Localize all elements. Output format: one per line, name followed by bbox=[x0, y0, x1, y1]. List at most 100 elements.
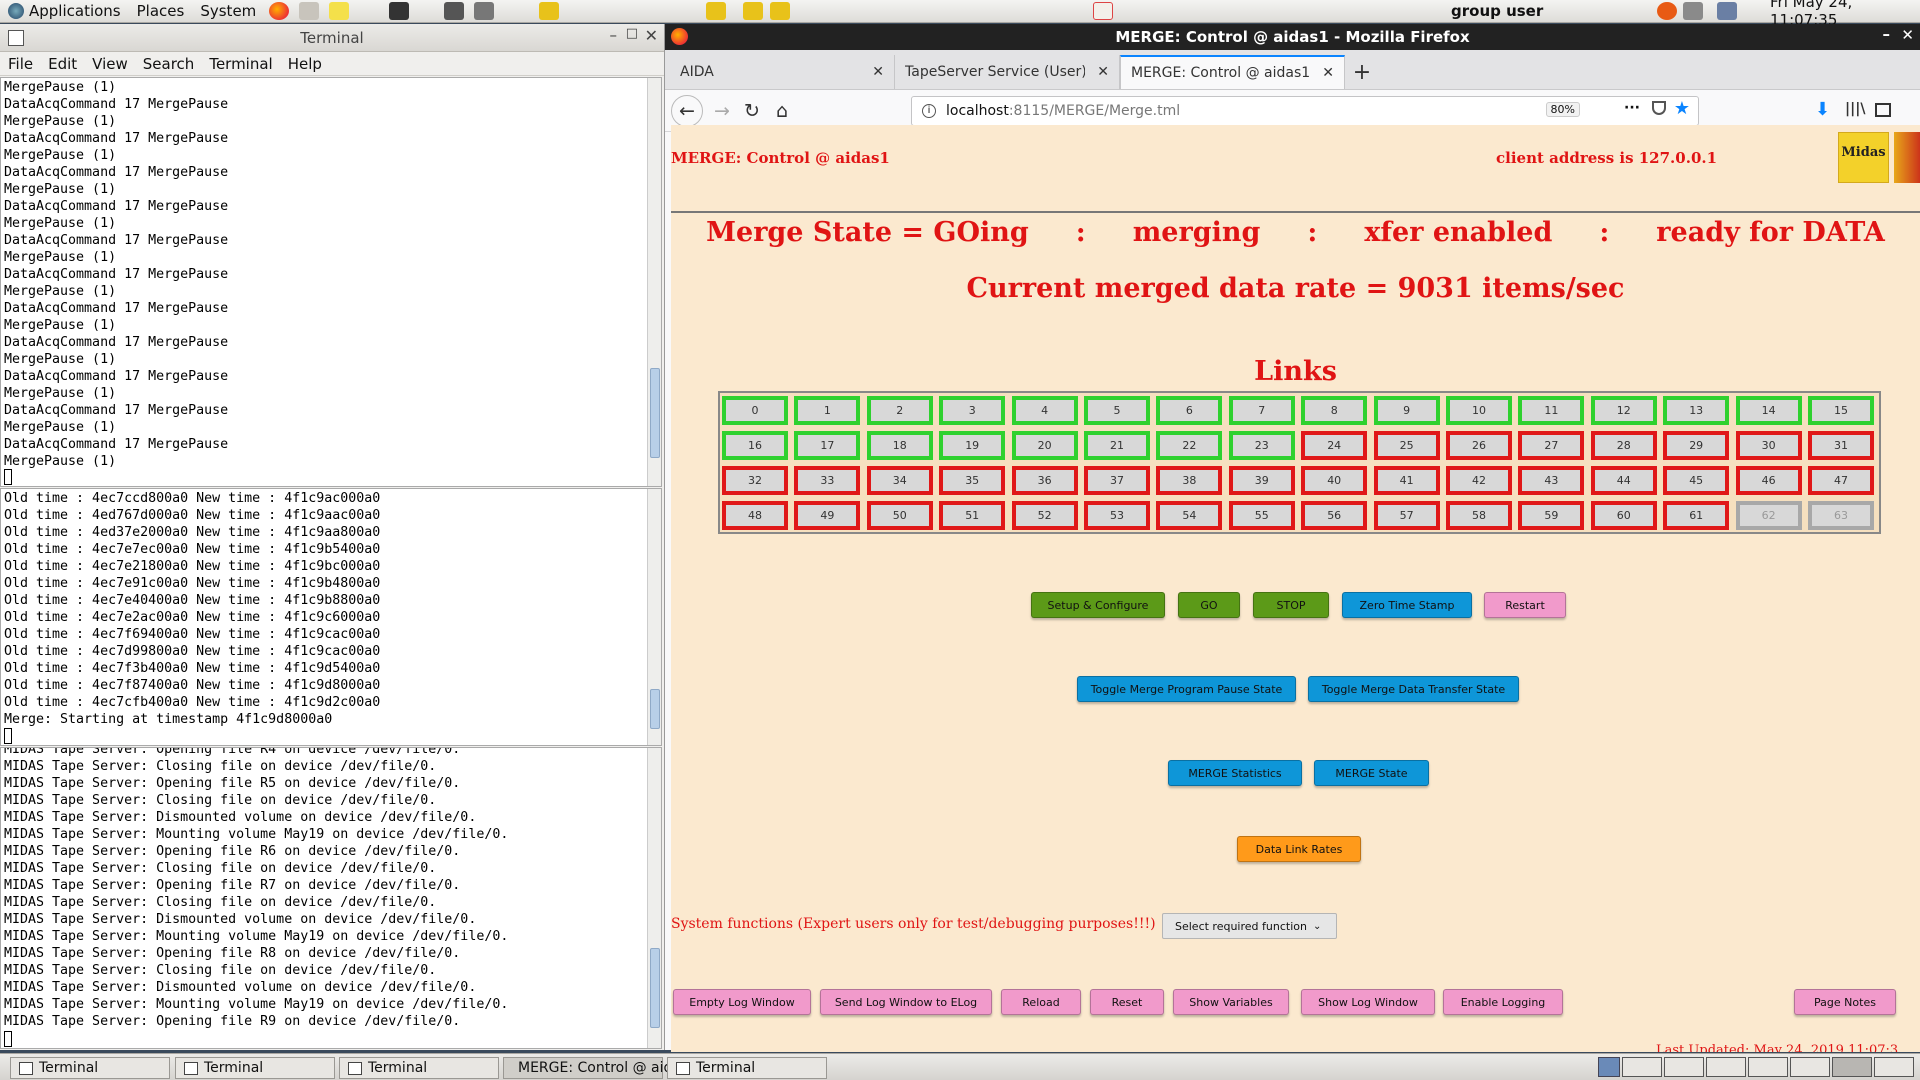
terminal-pane-3[interactable]: MIDAS Tape Server: Opening file R4 on de… bbox=[0, 747, 662, 1049]
link-37-status[interactable]: 37 bbox=[1084, 466, 1150, 495]
link-15-status[interactable]: 15 bbox=[1808, 396, 1874, 425]
url-bar[interactable]: i localhost:8115/MERGE/Merge.tml 80% ···… bbox=[911, 96, 1699, 126]
places-menu[interactable]: Places bbox=[136, 2, 185, 20]
setup-configure-button[interactable]: Setup & Configure bbox=[1031, 592, 1165, 618]
link-12-status[interactable]: 12 bbox=[1590, 396, 1657, 425]
taskbar-terminal[interactable]: Terminal bbox=[10, 1057, 170, 1079]
minimize-icon[interactable]: – bbox=[1882, 25, 1891, 43]
merge-statistics-button[interactable]: MERGE Statistics bbox=[1168, 760, 1302, 786]
link-59-status[interactable]: 59 bbox=[1518, 501, 1585, 530]
workspace-1[interactable] bbox=[1622, 1057, 1662, 1077]
terminal-titlebar[interactable]: Terminal – □ ✕ bbox=[0, 24, 664, 52]
link-45-status[interactable]: 45 bbox=[1663, 466, 1730, 495]
link-11-status[interactable]: 11 bbox=[1518, 396, 1585, 425]
home-button[interactable]: ⌂ bbox=[775, 99, 789, 122]
system-menu[interactable]: System bbox=[200, 2, 257, 20]
link-21-status[interactable]: 21 bbox=[1084, 431, 1150, 460]
zoom-indicator[interactable]: 80% bbox=[1545, 102, 1580, 117]
page-notes-button[interactable]: Page Notes bbox=[1794, 989, 1896, 1015]
network-icon[interactable] bbox=[1717, 2, 1737, 20]
link-52-status[interactable]: 52 bbox=[1011, 501, 1078, 530]
link-10-status[interactable]: 10 bbox=[1446, 396, 1512, 425]
link-40-status[interactable]: 40 bbox=[1301, 466, 1368, 495]
link-4-status[interactable]: 4 bbox=[1011, 396, 1078, 425]
link-20-status[interactable]: 20 bbox=[1011, 431, 1078, 460]
library-icon[interactable]: |||\ bbox=[1845, 101, 1866, 117]
link-38-status[interactable]: 38 bbox=[1156, 466, 1223, 495]
link-29-status[interactable]: 29 bbox=[1663, 431, 1730, 460]
link-18-status[interactable]: 18 bbox=[866, 431, 933, 460]
calculator-launcher-icon[interactable] bbox=[444, 2, 465, 20]
link-17-status[interactable]: 17 bbox=[794, 431, 861, 460]
link-13-status[interactable]: 13 bbox=[1663, 396, 1730, 425]
link-1-status[interactable]: 1 bbox=[794, 396, 861, 425]
toggle-xfer-button[interactable]: Toggle Merge Data Transfer State bbox=[1308, 676, 1519, 702]
system-function-select[interactable]: Select required function ⌄ bbox=[1162, 913, 1337, 939]
scrollbar-thumb[interactable] bbox=[650, 689, 660, 729]
link-61-status[interactable]: 61 bbox=[1663, 501, 1730, 530]
link-31-status[interactable]: 31 bbox=[1808, 431, 1874, 460]
link-63-status[interactable]: 63 bbox=[1808, 501, 1874, 530]
link-24-status[interactable]: 24 bbox=[1301, 431, 1368, 460]
link-36-status[interactable]: 36 bbox=[1011, 466, 1078, 495]
bookmark-star-icon[interactable]: ★ bbox=[1673, 98, 1690, 119]
terminal-scrollbar[interactable] bbox=[647, 78, 661, 486]
link-28-status[interactable]: 28 bbox=[1590, 431, 1657, 460]
firefox-launcher-icon[interactable] bbox=[269, 2, 290, 20]
midas-launcher-icon[interactable] bbox=[539, 2, 560, 20]
downloads-icon[interactable]: ⬇ bbox=[1815, 99, 1831, 120]
mail-launcher-icon[interactable] bbox=[299, 2, 320, 20]
firefox-titlebar[interactable]: MERGE: Control @ aidas1 - Mozilla Firefo… bbox=[665, 24, 1920, 50]
volume-icon[interactable] bbox=[1683, 2, 1703, 20]
scrollbar-thumb[interactable] bbox=[650, 948, 660, 1028]
new-tab-button[interactable]: + bbox=[1352, 59, 1372, 85]
link-43-status[interactable]: 43 bbox=[1518, 466, 1585, 495]
link-42-status[interactable]: 42 bbox=[1446, 466, 1512, 495]
taskbar-terminal[interactable]: Terminal bbox=[339, 1057, 499, 1079]
link-33-status[interactable]: 33 bbox=[794, 466, 861, 495]
link-23-status[interactable]: 23 bbox=[1228, 431, 1295, 460]
link-8-status[interactable]: 8 bbox=[1301, 396, 1368, 425]
link-50-status[interactable]: 50 bbox=[866, 501, 933, 530]
link-27-status[interactable]: 27 bbox=[1518, 431, 1585, 460]
menu-edit[interactable]: Edit bbox=[48, 54, 78, 73]
reload-page-button[interactable]: Reload bbox=[1001, 989, 1081, 1015]
link-6-status[interactable]: 6 bbox=[1156, 396, 1223, 425]
merge-state-button[interactable]: MERGE State bbox=[1314, 760, 1429, 786]
empty-log-window-button[interactable]: Empty Log Window bbox=[673, 989, 811, 1015]
show-log-window-button[interactable]: Show Log Window bbox=[1301, 989, 1435, 1015]
link-32-status[interactable]: 32 bbox=[722, 466, 788, 495]
link-2-status[interactable]: 2 bbox=[866, 396, 933, 425]
link-35-status[interactable]: 35 bbox=[939, 466, 1006, 495]
back-button[interactable]: ← bbox=[671, 94, 703, 127]
link-3-status[interactable]: 3 bbox=[939, 396, 1006, 425]
link-53-status[interactable]: 53 bbox=[1084, 501, 1150, 530]
send-log-to-elog-button[interactable]: Send Log Window to ELog bbox=[820, 989, 992, 1015]
screenshot-launcher-icon[interactable] bbox=[474, 2, 495, 20]
link-41-status[interactable]: 41 bbox=[1373, 466, 1440, 495]
go-button[interactable]: GO bbox=[1178, 592, 1240, 618]
toggle-pause-button[interactable]: Toggle Merge Program Pause State bbox=[1077, 676, 1296, 702]
close-icon[interactable]: ✕ bbox=[1901, 26, 1914, 44]
link-30-status[interactable]: 30 bbox=[1735, 431, 1802, 460]
workspace-switcher[interactable] bbox=[1598, 1057, 1916, 1079]
link-0-status[interactable]: 0 bbox=[722, 396, 788, 425]
link-55-status[interactable]: 55 bbox=[1228, 501, 1295, 530]
enable-logging-button[interactable]: Enable Logging bbox=[1443, 989, 1563, 1015]
terminal-scrollbar[interactable] bbox=[647, 748, 661, 1048]
link-16-status[interactable]: 16 bbox=[722, 431, 788, 460]
text-editor-launcher-icon[interactable] bbox=[329, 2, 350, 20]
maximize-icon[interactable]: □ bbox=[625, 26, 638, 41]
tab-tapeserver[interactable]: TapeServer Service (User) @✕ bbox=[895, 55, 1120, 89]
terminal-launcher-icon[interactable] bbox=[389, 2, 410, 20]
trash-icon[interactable] bbox=[1598, 1057, 1620, 1077]
gosort-launcher-icon[interactable] bbox=[1093, 2, 1114, 20]
forward-button[interactable]: → bbox=[714, 99, 730, 122]
reload-button[interactable]: ↻ bbox=[744, 99, 760, 122]
menu-file[interactable]: File bbox=[8, 54, 34, 73]
reset-button[interactable]: Reset bbox=[1090, 989, 1164, 1015]
link-48-status[interactable]: 48 bbox=[722, 501, 788, 530]
link-57-status[interactable]: 57 bbox=[1373, 501, 1440, 530]
workspace-7[interactable] bbox=[1874, 1057, 1914, 1077]
tab-close-icon[interactable]: ✕ bbox=[872, 64, 884, 80]
